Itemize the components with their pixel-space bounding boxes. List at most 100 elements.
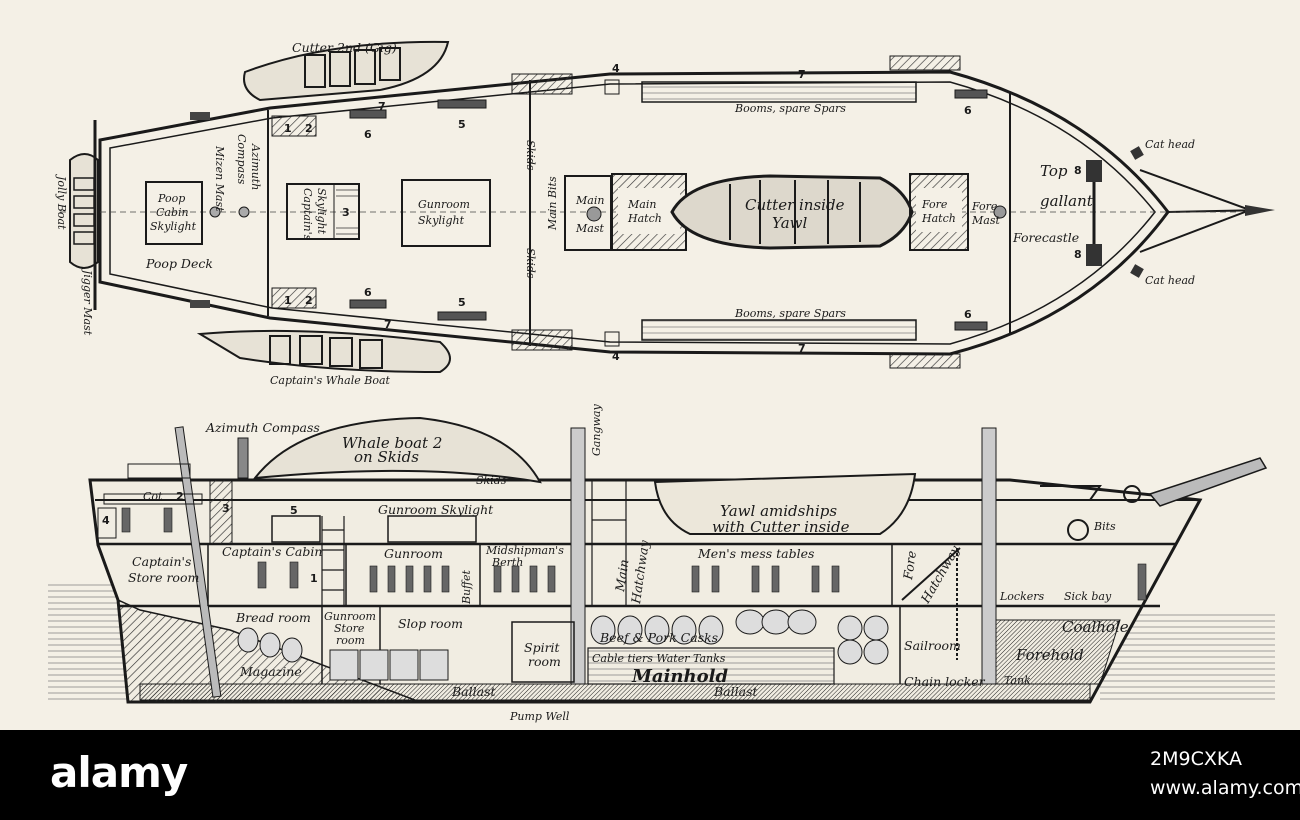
hull-outline — [88, 478, 1203, 704]
label-fore-hatch-1: Fore — [921, 198, 948, 211]
label-ballast-2: Ballast — [713, 684, 759, 699]
section-view — [48, 416, 1275, 704]
label-jigger-mast: Jigger Mast — [81, 268, 94, 336]
label-tank: Tank — [1004, 674, 1031, 687]
label-top: Top — [1040, 162, 1068, 180]
label-cat-head-bottom: Cat head — [1145, 274, 1195, 287]
label-jolly-boat: Jolly Boat — [55, 174, 68, 230]
plan-number: 4 — [612, 350, 620, 363]
label-gunroom-store-2: Store — [334, 622, 365, 635]
label-yawl: Yawl — [772, 214, 808, 232]
label-mizen-mast: Mizen Mast — [213, 145, 226, 212]
plan-number: 6 — [364, 286, 372, 299]
label-skids-top: Skids — [524, 140, 537, 171]
label-gallant: gallant — [1040, 192, 1094, 210]
plan-number: 8 — [1074, 248, 1082, 261]
label-cutter-inside: Cutter inside — [745, 196, 845, 214]
plan-number: 6 — [964, 308, 972, 321]
label-fore-mast-1: Fore — [971, 200, 998, 213]
label-whale-boat-1: Whale boat 2 — [342, 434, 442, 452]
label-main-mast-2: Mast — [575, 222, 604, 235]
whale-boat-plan — [196, 329, 451, 374]
label-mess-tables: Men's mess tables — [697, 546, 814, 561]
label-coalhole: Coalhole — [1062, 618, 1129, 636]
label-gunroom: Gunroom — [384, 546, 443, 561]
label-fore-hatchway-1: Fore — [900, 550, 919, 582]
plan-number: 7 — [378, 100, 386, 113]
label-gangway: Gangway — [590, 404, 603, 456]
label-fore-mast-2: Mast — [971, 214, 1000, 227]
label-main-bits: Main Bits — [546, 176, 559, 231]
whale-boat-section — [252, 416, 542, 484]
label-midshipmans-2: Berth — [491, 556, 523, 569]
label-cot: Cot — [143, 490, 163, 503]
label-yawl-1: Yawl amidships — [720, 502, 837, 520]
label-azimuth-1: Azimuth — [249, 143, 262, 190]
label-ballast-1: Ballast — [451, 684, 497, 699]
watermark-footer — [0, 730, 1300, 820]
plan-number: 7 — [798, 68, 806, 81]
label-captains-whale-boat: Captain's Whale Boat — [270, 374, 391, 387]
label-beef-pork: Beef & Pork Casks — [599, 630, 718, 645]
label-gunroom-skylight-2: Skylight — [418, 214, 465, 227]
label-whale-boat-2: on Skids — [354, 448, 419, 466]
plan-number: 2 — [305, 294, 313, 307]
label-azimuth-2: Compass — [235, 134, 248, 185]
label-spirit-2: room — [528, 654, 561, 669]
ship-diagram: Cutter 2nd (Gig) Booms, spare Spars Boom… — [48, 40, 1275, 723]
label-bread-room: Bread room — [235, 610, 311, 625]
label-captains-store-2: Store room — [128, 570, 199, 585]
site-url: www.alamy.com — [1150, 777, 1300, 799]
plan-number: 8 — [1074, 164, 1082, 177]
label-poop-cabin-3: Skylight — [150, 220, 197, 233]
jolly-boat — [69, 153, 99, 269]
plan-number: 1 — [284, 122, 292, 135]
label-forehold: Forehold — [1015, 646, 1084, 664]
plan-number: 6 — [364, 128, 372, 141]
label-main-hatchway-1: Main — [612, 558, 631, 593]
label-main-mast-1: Main — [575, 194, 604, 207]
label-main-hatch-1: Main — [627, 198, 656, 211]
plan-number: 1 — [284, 294, 292, 307]
section-number: 3 — [222, 502, 230, 515]
label-chain-locker: Chain locker — [904, 674, 986, 689]
plan-number: 2 — [305, 122, 313, 135]
label-cutter-gig: Cutter 2nd (Gig) — [292, 40, 397, 55]
label-slop-room: Slop room — [398, 616, 463, 631]
plan-number: 5 — [458, 296, 466, 309]
label-forecastle: Forecastle — [1012, 230, 1079, 245]
diagram-sheet: Cutter 2nd (Gig) Booms, spare Spars Boom… — [0, 0, 1300, 730]
section-number: 4 — [102, 514, 110, 527]
label-gunroom-store-1: Gunroom — [324, 610, 376, 623]
plan-number: 7 — [384, 318, 392, 331]
label-yawl-2: with Cutter inside — [712, 518, 850, 536]
yawl-section — [653, 472, 917, 535]
label-azimuth-compass: Azimuth Compass — [205, 420, 320, 435]
section-number: 1 — [310, 572, 318, 585]
label-captains-store-1: Captain's — [132, 554, 191, 569]
label-captains-skylight-2: Skylight — [315, 188, 328, 235]
label-sailroom: Sailroom — [904, 638, 961, 653]
label-gunroom-store-3: room — [336, 634, 365, 647]
label-skids: Skids — [476, 474, 507, 487]
section-number: 2 — [176, 490, 184, 503]
label-sick-bay: Sick bay — [1064, 590, 1112, 603]
label-poop-cabin-1: Poop — [157, 192, 185, 205]
section-number: 5 — [290, 504, 298, 517]
label-mainhold: Mainhold — [631, 666, 728, 687]
label-captains-skylight-1: Captain's — [301, 188, 314, 241]
label-bits: Bits — [1093, 520, 1116, 533]
label-main-hatch-2: Hatch — [627, 212, 662, 225]
label-skids-bottom: Skids — [524, 248, 537, 279]
plan-number: 4 — [612, 62, 620, 75]
label-captains-cabin: Captain's Cabin — [222, 544, 322, 559]
label-fore-hatch-2: Hatch — [921, 212, 956, 225]
label-gunroom-skylight-1: Gunroom — [418, 198, 470, 211]
label-gunroom-skylight: Gunroom Skylight — [378, 502, 494, 517]
label-lockers: Lockers — [999, 590, 1045, 603]
image-id: 2M9CXKA — [1150, 748, 1242, 770]
label-booms-top: Booms, spare Spars — [734, 102, 846, 115]
alamy-logo: alamy — [50, 748, 188, 797]
label-pump-well: Pump Well — [509, 710, 570, 723]
gig-boat — [243, 40, 450, 102]
